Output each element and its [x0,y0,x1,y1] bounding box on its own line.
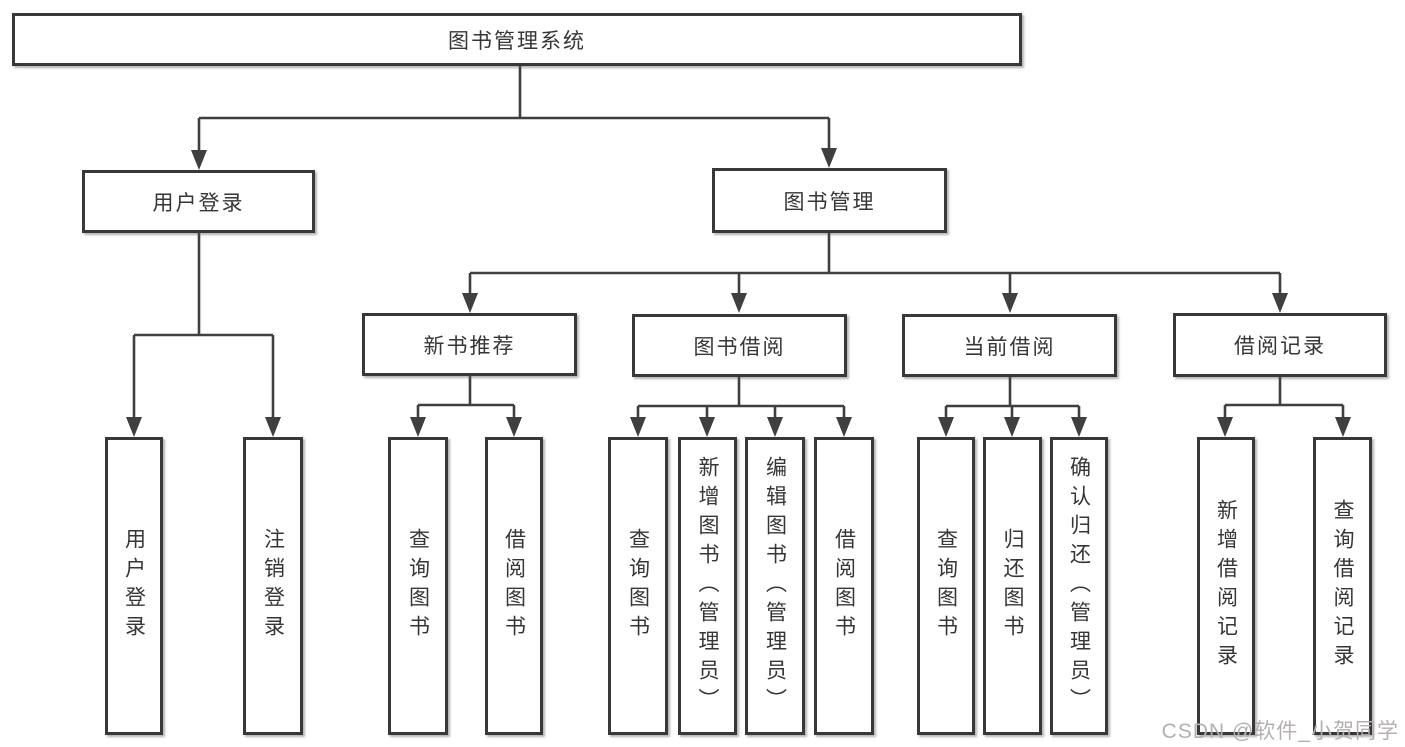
node-borrow-records-label: 借阅记录 [1234,335,1326,358]
node-leaf-add-borrow-record: 新增借阅记录 [1197,437,1255,735]
node-leaf-edit-book-admin: 编辑图书（管理员） [745,437,805,735]
node-leaf-borrow-book-1-label: 借阅图书 [502,528,526,644]
node-leaf-return-book: 归还图书 [983,437,1042,735]
node-book-borrow-label: 图书借阅 [693,335,786,359]
watermark: CSDN @软件_小贺同学 [1161,720,1399,743]
node-current-borrow: 当前借阅 [902,314,1117,377]
node-leaf-logout-label: 注销登录 [261,528,285,644]
node-book-management: 图书管理 [712,168,947,233]
node-user-login: 用户登录 [82,170,315,233]
node-leaf-query-borrow-record: 查询借阅记录 [1313,437,1372,735]
node-new-book-recommend: 新书推荐 [362,313,577,376]
node-library-system: 图书管理系统 [12,13,1022,66]
node-leaf-query-book-1-label: 查询图书 [406,528,430,644]
node-current-borrow-label: 当前借阅 [963,335,1056,359]
node-leaf-add-book-admin-label: 新增图书（管理员） [696,455,719,717]
node-library-system-label: 图书管理系统 [448,29,586,53]
node-leaf-borrow-book-2: 借阅图书 [814,437,874,735]
node-leaf-borrow-book-1: 借阅图书 [485,437,543,735]
node-user-login-label: 用户登录 [152,191,245,215]
node-new-book-recommend-label: 新书推荐 [423,334,516,358]
node-leaf-logout: 注销登录 [243,437,303,735]
node-leaf-add-book-admin: 新增图书（管理员） [678,437,737,735]
node-leaf-add-borrow-record-label: 新增借阅记录 [1214,499,1238,673]
node-leaf-query-book-2-label: 查询图书 [626,528,650,644]
node-leaf-query-borrow-record-label: 查询借阅记录 [1331,499,1354,673]
node-leaf-edit-book-admin-label: 编辑图书（管理员） [763,455,787,717]
node-leaf-user-login: 用户登录 [105,437,163,735]
node-leaf-query-book-3: 查询图书 [917,437,975,735]
node-borrow-records: 借阅记录 [1173,313,1387,377]
node-leaf-confirm-return-admin-label: 确认归还（管理员） [1067,455,1091,717]
node-leaf-confirm-return-admin: 确认归还（管理员） [1050,437,1108,735]
node-leaf-query-book-2: 查询图书 [608,437,668,735]
node-book-management-label: 图书管理 [783,190,876,214]
node-leaf-return-book-label: 归还图书 [1001,528,1024,644]
node-leaf-user-login-label: 用户登录 [122,528,146,644]
node-leaf-query-book-3-label: 查询图书 [934,528,958,644]
node-leaf-query-book-1: 查询图书 [388,437,448,735]
node-book-borrow: 图书借阅 [632,314,847,377]
node-leaf-borrow-book-2-label: 借阅图书 [832,528,856,644]
